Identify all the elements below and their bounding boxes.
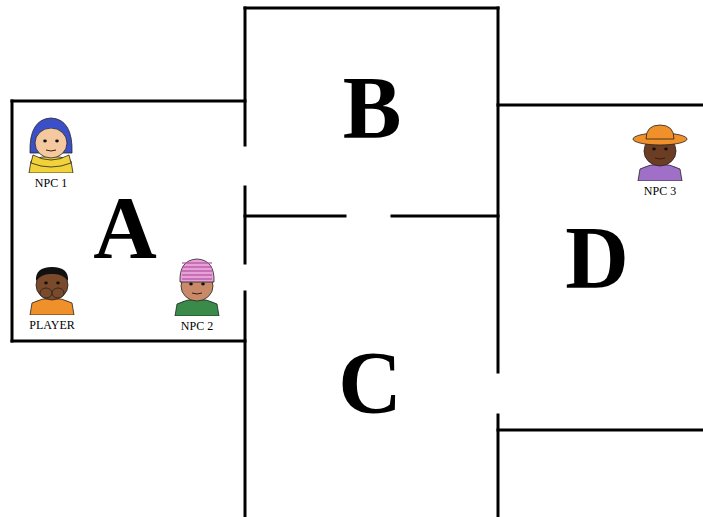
wall — [498, 429, 703, 432]
room-label: A — [93, 184, 157, 272]
wall — [245, 7, 498, 10]
hood-brim — [34, 124, 68, 133]
wall — [497, 8, 500, 372]
eye — [44, 282, 48, 285]
mouth — [192, 293, 202, 294]
beanie-stripe — [182, 262, 212, 263]
wall — [11, 101, 14, 341]
character-name: NPC 2 — [156, 319, 238, 333]
face — [35, 128, 67, 158]
room-label: D — [565, 214, 629, 302]
mouth — [655, 158, 665, 159]
hand — [40, 288, 52, 298]
eye — [189, 283, 193, 286]
beanie-stripe — [182, 266, 212, 267]
face — [181, 271, 213, 301]
beanie-stripe — [182, 278, 212, 279]
character-icon — [22, 255, 82, 315]
eye — [652, 148, 656, 151]
hair — [36, 267, 68, 281]
room-region: D NPC 3 — [498, 105, 703, 430]
eye — [43, 140, 47, 143]
scarf — [31, 155, 71, 167]
character-icon — [21, 113, 81, 173]
shirt — [30, 298, 74, 315]
hat-crown — [646, 125, 674, 139]
character-icon — [167, 256, 227, 316]
shirt — [175, 299, 219, 316]
hand — [52, 288, 64, 298]
character-name: NPC 1 — [10, 176, 92, 190]
wall — [244, 187, 247, 263]
wall — [12, 340, 245, 343]
room-region: C — [245, 216, 498, 517]
character-token: PLAYER — [11, 255, 93, 332]
eye — [55, 140, 59, 143]
shirt — [29, 156, 73, 173]
character-token: NPC 1 — [10, 113, 92, 190]
room-region: ANPC 1 PLAYER NPC 2 — [12, 101, 245, 341]
room-label: B — [343, 64, 402, 152]
beanie — [180, 259, 214, 282]
eye — [664, 148, 668, 151]
room-label: C — [338, 339, 402, 427]
mouth — [46, 150, 56, 151]
wall — [392, 215, 498, 218]
eye — [56, 282, 60, 285]
character-name: NPC 3 — [619, 184, 701, 198]
wall — [244, 292, 247, 517]
character-icon — [630, 121, 690, 181]
wall — [498, 104, 703, 107]
character-name: PLAYER — [11, 318, 93, 332]
eye — [201, 283, 205, 286]
wall — [244, 8, 247, 145]
room-region: B — [245, 8, 498, 216]
wall — [245, 215, 345, 218]
character-token: NPC 2 — [156, 256, 238, 333]
wall — [12, 100, 245, 103]
beanie-stripe — [182, 274, 212, 275]
beanie-stripe — [182, 270, 212, 271]
shirt — [638, 164, 682, 181]
character-token: NPC 3 — [619, 121, 701, 198]
